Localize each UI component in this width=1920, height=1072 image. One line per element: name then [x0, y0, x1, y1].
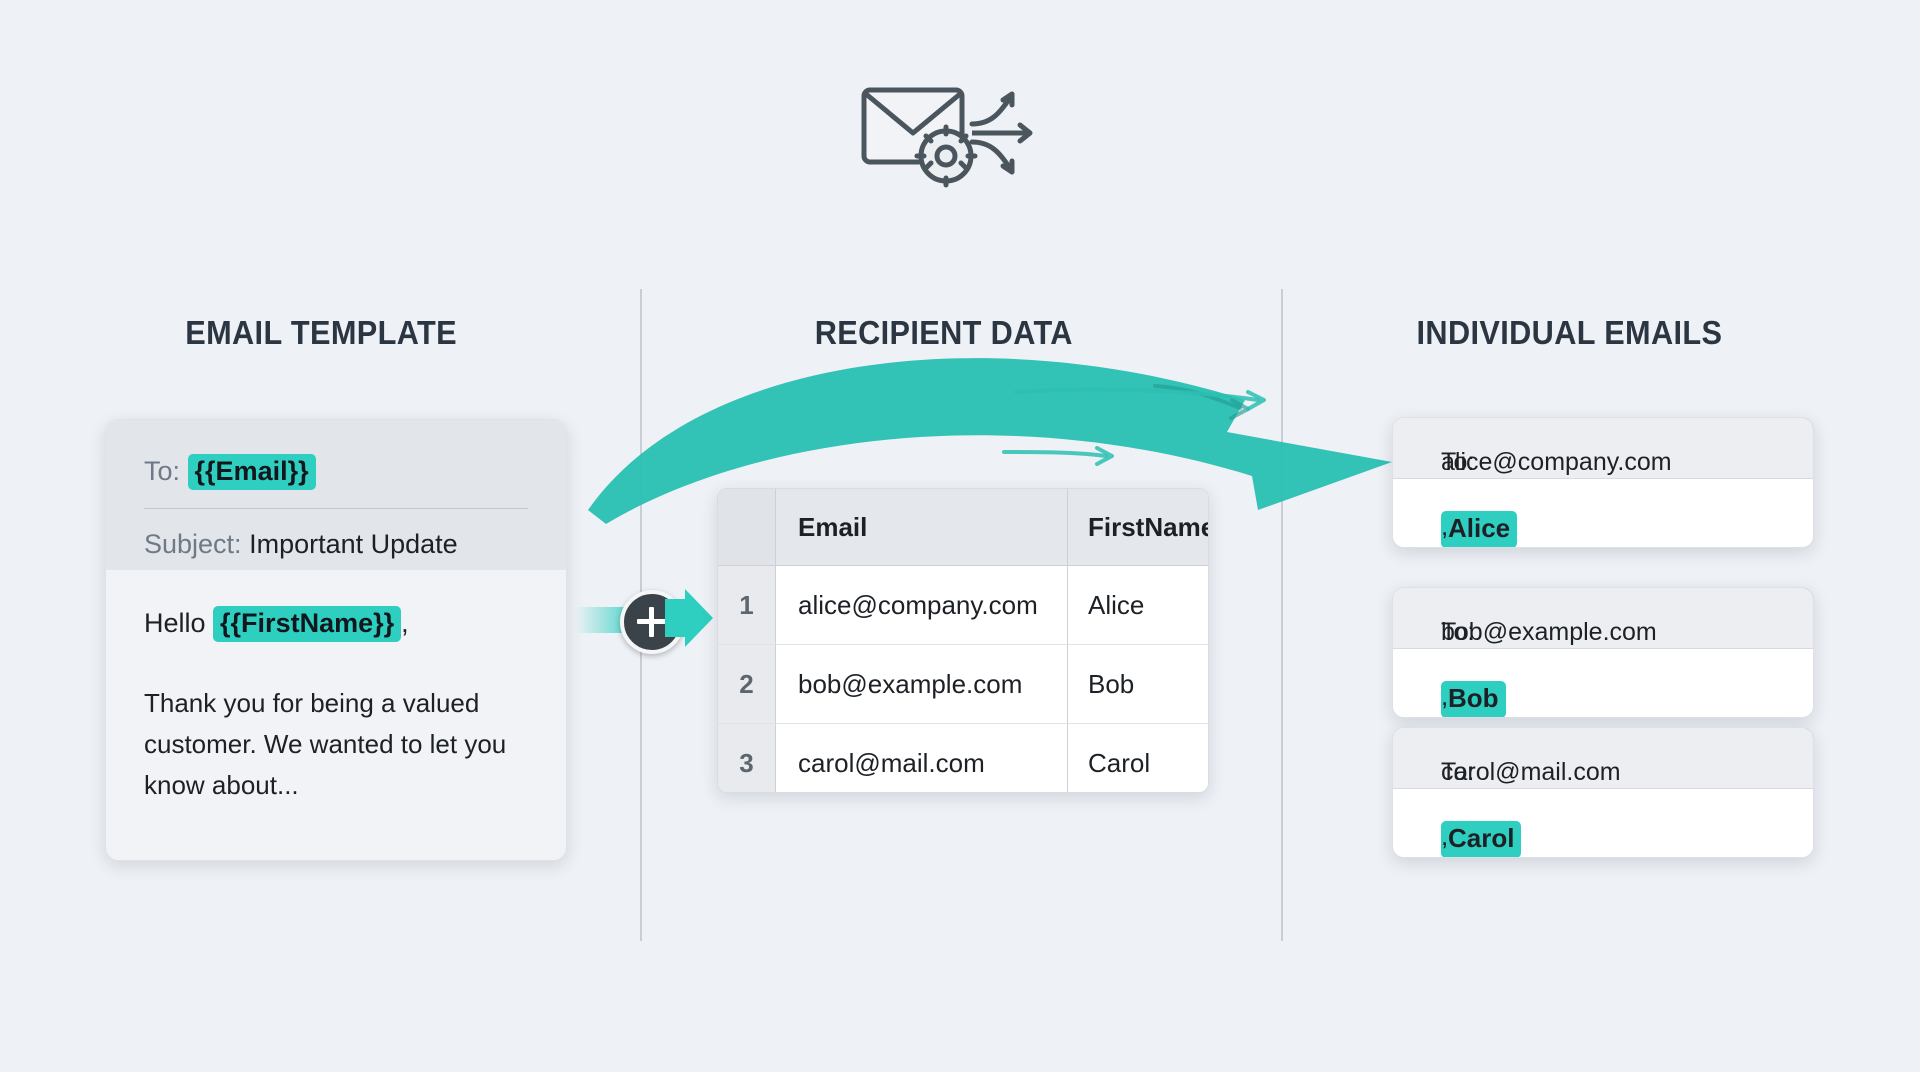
- column-divider-right: [1281, 289, 1283, 941]
- table-row[interactable]: 3 carol@mail.com Carol: [718, 723, 1208, 792]
- column-title-email-template: EMAIL TEMPLATE: [185, 314, 457, 351]
- output-greeting-name: Carol: [1441, 821, 1522, 857]
- row-email: alice@company.com: [775, 565, 1068, 645]
- row-firstname: Bob: [1067, 644, 1208, 724]
- output-greeting-suffix: ,: [1441, 511, 1449, 541]
- row-index: 3: [718, 723, 776, 792]
- column-title-recipient-data: RECIPIENT DATA: [814, 314, 1073, 351]
- table-header-email: Email: [775, 489, 1068, 566]
- output-email-to-label: To:: [1441, 618, 1475, 646]
- template-body-paragraph: Thank you for being a valued customer. W…: [144, 688, 507, 800]
- envelope-gear-arrows-icon: [860, 78, 1060, 188]
- table-header-index: [718, 489, 776, 566]
- output-greeting-suffix: ,: [1441, 681, 1449, 711]
- row-index: 2: [718, 644, 776, 724]
- output-greeting-name: Bob: [1441, 681, 1506, 717]
- template-subject-value: Important Update: [249, 529, 458, 559]
- template-to-row: To: {{Email}}: [144, 454, 316, 490]
- row-email: carol@mail.com: [775, 723, 1068, 792]
- output-email-to-label: To:: [1441, 448, 1475, 476]
- row-email: bob@example.com: [775, 644, 1068, 724]
- output-email-card: To: alice@company.com Hello Alice,: [1392, 417, 1814, 548]
- table-header-firstname: FirstName: [1067, 489, 1208, 566]
- output-greeting-suffix: ,: [1441, 821, 1449, 851]
- template-header-section: To: {{Email}} Subject: Important Update: [106, 420, 566, 570]
- table-row[interactable]: 1 alice@company.com Alice: [718, 565, 1208, 645]
- template-greeting-suffix: ,: [401, 608, 409, 638]
- output-email-header: To: alice@company.com: [1393, 418, 1813, 479]
- template-subject-label: Subject:: [144, 529, 242, 559]
- template-greeting-token: {{FirstName}}: [213, 606, 402, 642]
- output-email-card: To: carol@mail.com Hello Carol,: [1392, 727, 1814, 858]
- output-email-body: Hello Alice,: [1393, 479, 1813, 547]
- output-email-to-label: To:: [1441, 758, 1475, 786]
- template-greeting-prefix: Hello: [144, 608, 206, 638]
- template-subject-row: Subject: Important Update: [144, 529, 458, 560]
- row-firstname: Alice: [1067, 565, 1208, 645]
- table-head: Email FirstName: [718, 489, 1208, 566]
- table-row[interactable]: 2 bob@example.com Bob: [718, 644, 1208, 724]
- output-email-body: Hello Carol,: [1393, 789, 1813, 857]
- recipient-table: Email FirstName 1 alice@company.com Alic…: [718, 489, 1208, 792]
- column-title-individual-emails: INDIVIDUAL EMAILS: [1416, 314, 1723, 351]
- template-body-section: Hello {{FirstName}}, Thank you for being…: [106, 570, 566, 860]
- merge-connector: [575, 585, 713, 655]
- output-email-to-value: alice@company.com: [1441, 448, 1672, 476]
- template-greeting-row: Hello {{FirstName}},: [144, 606, 409, 642]
- output-email-to-value: bob@example.com: [1441, 618, 1657, 646]
- output-email-card: To: bob@example.com Hello Bob,: [1392, 587, 1814, 718]
- output-email-header: To: carol@mail.com: [1393, 728, 1813, 789]
- connector-arrow-icon: [665, 589, 713, 647]
- output-email-to-value: carol@mail.com: [1441, 758, 1621, 786]
- template-header-separator: [144, 508, 528, 509]
- output-greeting-name: Alice: [1441, 511, 1518, 547]
- output-email-header: To: bob@example.com: [1393, 588, 1813, 649]
- email-template-card: To: {{Email}} Subject: Important Update …: [105, 419, 567, 861]
- output-email-body: Hello Bob,: [1393, 649, 1813, 717]
- table-body: 1 alice@company.com Alice 2 bob@example.…: [718, 565, 1208, 792]
- row-index: 1: [718, 565, 776, 645]
- template-to-token: {{Email}}: [187, 454, 316, 490]
- row-firstname: Carol: [1067, 723, 1208, 792]
- recipient-data-table: Email FirstName 1 alice@company.com Alic…: [717, 488, 1209, 793]
- template-to-label: To:: [144, 456, 181, 486]
- table-header-row: Email FirstName: [718, 489, 1208, 566]
